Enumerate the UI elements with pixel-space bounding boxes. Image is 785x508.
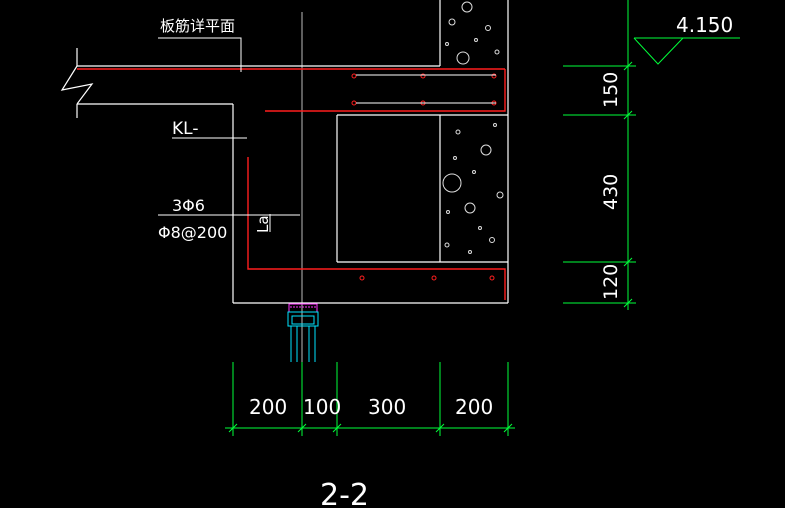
concrete-hatch — [442, 1, 504, 254]
dim-h-1: 200 — [249, 395, 287, 419]
beam-label: KL- — [172, 119, 198, 139]
slab-detail-label: 板筋详平面 — [160, 17, 235, 35]
elevation-mark — [633, 37, 740, 65]
bars-label: 3Φ6 — [172, 196, 205, 215]
horizontal-dimensions — [225, 362, 515, 436]
vertical-dimensions — [563, 0, 636, 310]
rebar-lines — [77, 68, 506, 300]
anchor-label: La — [254, 215, 272, 233]
dim-v-1: 150 — [600, 72, 622, 108]
dim-h-2: 100 — [303, 395, 341, 419]
dim-v-3: 120 — [600, 264, 622, 300]
beam-outline — [232, 0, 509, 304]
section-title: 2-2 — [320, 478, 369, 508]
dim-v-2: 430 — [600, 174, 622, 210]
stirrup-label: Φ8@200 — [158, 223, 227, 242]
dim-h-4: 200 — [455, 395, 493, 419]
rebar-bars — [351, 73, 497, 281]
stirrup-lines — [356, 74, 496, 104]
dim-h-3: 300 — [368, 395, 406, 419]
window-frame — [287, 303, 319, 362]
elevation-label: 4.150 — [676, 13, 733, 37]
leader-lines — [158, 37, 300, 232]
slab-outline — [60, 48, 440, 118]
